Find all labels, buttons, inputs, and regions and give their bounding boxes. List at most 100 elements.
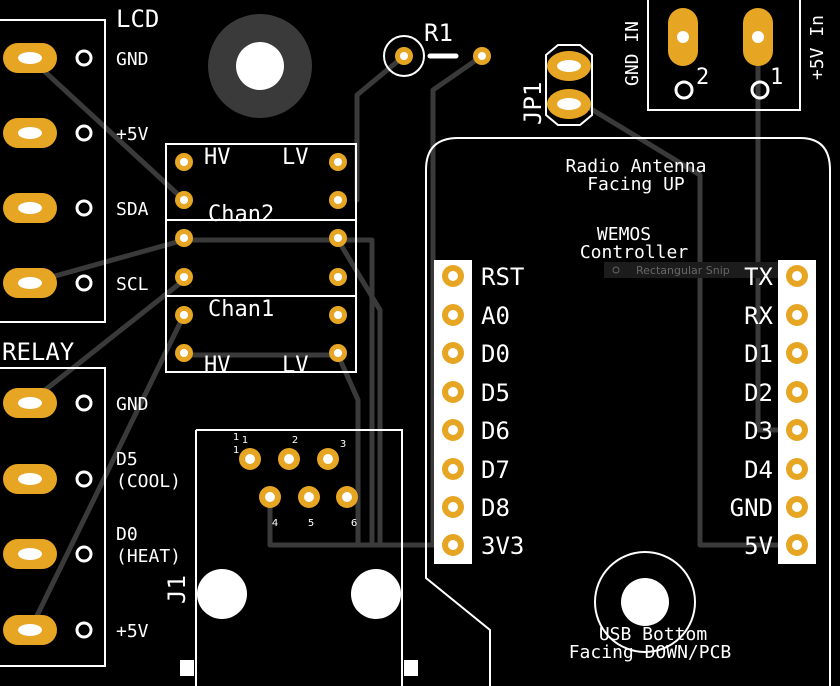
power-input-connector: 2 1 GND IN +5V In (622, 0, 828, 111)
wemos-right-pad (786, 419, 808, 441)
wemos-left-pin-label: D7 (481, 456, 510, 484)
lcd-pin-pad (3, 193, 57, 223)
level-shifter-pad-hv (175, 153, 193, 171)
relay-pin-ring (75, 470, 93, 488)
j1-pin-number: 4 (272, 518, 278, 529)
wemos-left-pin-label: A0 (481, 302, 510, 330)
wemos-right-pad (786, 304, 808, 326)
wemos-right-pin-label: D2 (744, 379, 773, 407)
wemos-right-pin-label: D4 (744, 456, 773, 484)
relay-pin-ring (75, 394, 93, 412)
wemos-right-pin-label: TX (744, 263, 773, 291)
r1-label: R1 (424, 19, 453, 47)
relay-title: RELAY (2, 338, 75, 366)
wemos-right-pin-label: RX (744, 302, 773, 330)
connector-j1: J1 1 1 (163, 429, 418, 686)
chan2-label: Chan2 (208, 202, 274, 227)
j1-pad (239, 448, 261, 470)
wemos-left-pin-label: 3V3 (481, 532, 524, 560)
level-shifter-pad-hv (175, 306, 193, 324)
lcd-pin-list: GND +5V SDA SCL (3, 43, 149, 298)
antenna-line2: Facing UP (587, 174, 685, 195)
wemos-left-pad (442, 381, 464, 403)
relay-pin-label: +5V (116, 621, 149, 642)
lcd-pin-ring (75, 49, 93, 67)
level-shifter-pad-lv (329, 191, 347, 209)
j1-pin-number: 2 (292, 435, 298, 446)
wemos-left-pin-label: D8 (481, 494, 510, 522)
relay-pin-sublabel: (COOL) (116, 471, 181, 492)
lcd-pin-ring (75, 124, 93, 142)
j1-pad (317, 448, 339, 470)
lcd-pin-label: +5V (116, 124, 149, 145)
hv-label-bottom: HV (204, 353, 231, 378)
snip-label: Rectangular Snip (636, 264, 730, 277)
wemos-right-pad (786, 265, 808, 287)
lv-label-top: LV (282, 145, 309, 170)
power-pin1-label: 1 (770, 65, 783, 90)
relay-pin-label: GND (116, 394, 149, 415)
level-shifter-pads (175, 153, 347, 362)
level-shifter-pad-lv (329, 229, 347, 247)
chan1-label: Chan1 (208, 297, 274, 322)
relay-pin-pad (3, 539, 57, 569)
wemos-right-pad (786, 342, 808, 364)
wemos-right-pin-label: D3 (744, 417, 773, 445)
j1-pad (336, 486, 358, 508)
gnd-in-label: GND IN (622, 21, 643, 86)
relay-header: RELAY (0, 338, 106, 667)
level-shifter-pad-hv (175, 268, 193, 286)
j1-pin-number: 5 (308, 518, 314, 529)
level-shifter-pad-lv (329, 344, 347, 362)
relay-pin-pad (3, 615, 57, 645)
wemos-left-pad (442, 265, 464, 287)
relay-pin-ring (75, 545, 93, 563)
lcd-pin-ring (75, 199, 93, 217)
lcd-title: LCD (116, 5, 159, 33)
j1-corner-mark-2: 1 (233, 445, 239, 456)
level-shifter-pad-lv (329, 268, 347, 286)
j1-pads: 1 2 3 4 5 6 (239, 435, 358, 529)
wemos-right-pin-label: 5V (744, 532, 773, 560)
relay-pin-pad (3, 388, 57, 418)
j1-pin-number: 6 (351, 518, 357, 529)
j1-label: J1 (163, 575, 191, 604)
lcd-pin-label: SDA (116, 199, 149, 220)
usb-line2: Facing DOWN/PCB (569, 642, 732, 663)
5v-in-label: +5V In (807, 15, 828, 80)
lcd-pin-label: SCL (116, 274, 149, 295)
level-shifter: HV LV Chan2 Chan1 HV LV (165, 143, 357, 378)
wemos-right-pad (786, 496, 808, 518)
relay-pin-pad (3, 464, 57, 494)
wemos-right-pad (786, 381, 808, 403)
j1-pin-number: 3 (340, 439, 346, 450)
lcd-pin-ring (75, 274, 93, 292)
j1-pin-number: 1 (242, 435, 248, 446)
level-shifter-pad-lv (329, 153, 347, 171)
wemos-left-pin-label: D6 (481, 417, 510, 445)
wemos-left-pin-label: RST (481, 263, 524, 291)
j1-corner-mark: 1 (233, 432, 239, 443)
j1-pad (298, 486, 320, 508)
wemos-left-pad (442, 342, 464, 364)
lcd-pin-pad (3, 43, 57, 73)
wemos-title-line1: WEMOS (597, 224, 651, 245)
wemos-title-line2: Controller (580, 242, 689, 263)
wemos-left-pad (442, 496, 464, 518)
jp1-label: JP1 (519, 82, 547, 125)
jumper-jp1: JP1 (519, 44, 593, 126)
resistor-r1: R1 (383, 19, 491, 77)
mounting-hole-top (208, 14, 312, 118)
level-shifter-pad-lv (329, 306, 347, 324)
wemos-right-pad (786, 458, 808, 480)
wemos-left-pin-label: D0 (481, 340, 510, 368)
power-pin2-label: 2 (696, 65, 709, 90)
lcd-pin-label: GND (116, 49, 149, 70)
wemos-left-pad (442, 534, 464, 556)
wemos-left-pad (442, 419, 464, 441)
usb-line1: USB Bottom (599, 624, 707, 645)
relay-pin-ring (75, 621, 93, 639)
lcd-pin-pad (3, 118, 57, 148)
